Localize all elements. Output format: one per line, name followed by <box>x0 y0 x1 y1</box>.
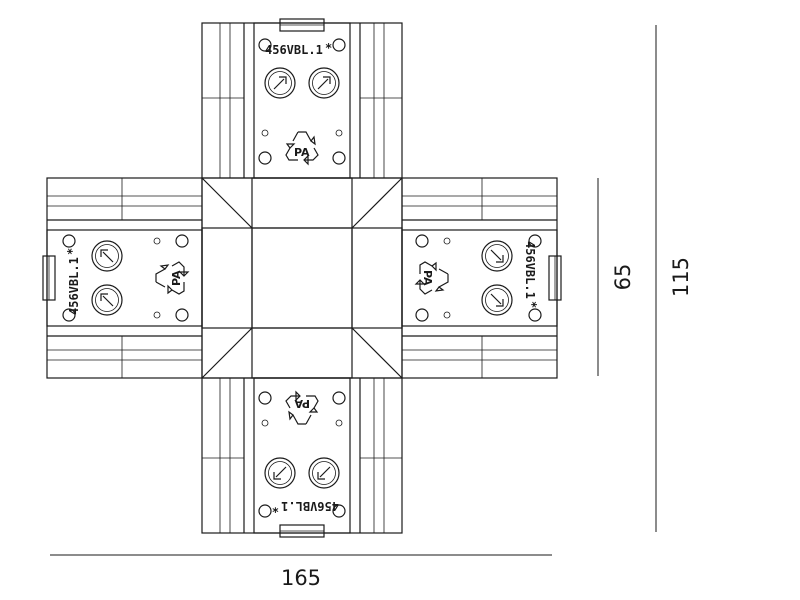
mark-right: * <box>525 301 539 308</box>
recycle-label-bottom: PA <box>294 397 310 410</box>
top-labels: 456VBL.1 * PA <box>265 41 332 159</box>
code-label-left: 456VBL.1 <box>67 257 81 315</box>
recycle-label-top: PA <box>294 146 310 159</box>
bottom-labels: 456VBL.1 * PA <box>272 397 339 515</box>
dimension-width-label: 165 <box>281 566 321 590</box>
central-body <box>201 177 403 379</box>
dimension-outer-height-label: 115 <box>669 257 693 297</box>
code-label-bottom: 456VBL.1 <box>281 499 339 513</box>
mark-bottom: * <box>272 501 279 515</box>
dimension-inner-height-label: 65 <box>611 264 635 291</box>
mark-top: * <box>325 41 332 55</box>
code-label-top: 456VBL.1 <box>265 43 323 57</box>
recycle-label-left: PA <box>170 270 183 286</box>
mark-left: * <box>65 248 79 255</box>
code-label-right: 456VBL.1 <box>523 241 537 299</box>
dimension-width: 165 <box>50 554 552 590</box>
recycle-label-right: PA <box>421 270 434 286</box>
left-labels: 456VBL.1 * PA <box>65 248 183 315</box>
dimension-inner-height: 65 <box>597 178 635 376</box>
dimension-outer-height: 115 <box>655 25 693 532</box>
right-labels: 456VBL.1 * PA <box>421 241 539 308</box>
